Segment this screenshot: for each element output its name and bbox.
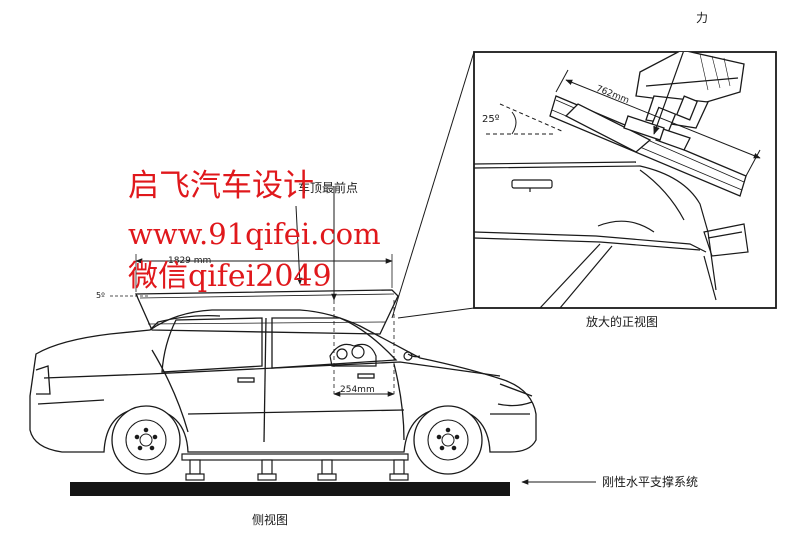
- watermark-line-3: 微信qifei2049: [128, 259, 332, 294]
- force-label: 力: [696, 11, 708, 25]
- dim-1829-label: 1829 mm: [168, 256, 211, 266]
- dim-254-label: 254mm: [340, 385, 375, 395]
- enlarged-view-caption: 放大的正视图: [586, 314, 658, 329]
- rigid-support-system: [181, 453, 409, 481]
- side-view-caption: 侧视图: [252, 512, 288, 527]
- angle-25-label: 25º: [482, 114, 500, 125]
- rigid-support-label: 刚性水平支撑系统: [602, 474, 698, 489]
- roof-point-arrow-2: [295, 205, 303, 285]
- dim-762-line: [555, 69, 761, 177]
- ground-plate: [70, 482, 510, 496]
- inset-car-body: [474, 161, 749, 308]
- watermark-line-1: 启飞汽车设计: [128, 168, 314, 204]
- projection-line-top: [391, 51, 475, 319]
- roof-front-point-label: 车顶最前点: [298, 180, 358, 195]
- enlarged-view-inset: 762mm 25º 力 放大的正视图: [391, 11, 777, 329]
- rear-wheel: [111, 405, 181, 475]
- watermark-line-2: www.91qifei.com: [128, 217, 381, 251]
- watermark: 启飞汽车设计 www.91qifei.com 微信qifei2049: [128, 168, 381, 294]
- angle-25-lines: [486, 103, 565, 135]
- front-wheel: [413, 405, 483, 475]
- side-loading-plate: [135, 289, 399, 335]
- projection-line-bottom: [397, 307, 475, 319]
- angle-5-label: 5º: [96, 291, 105, 300]
- interior-dummy: [329, 343, 413, 367]
